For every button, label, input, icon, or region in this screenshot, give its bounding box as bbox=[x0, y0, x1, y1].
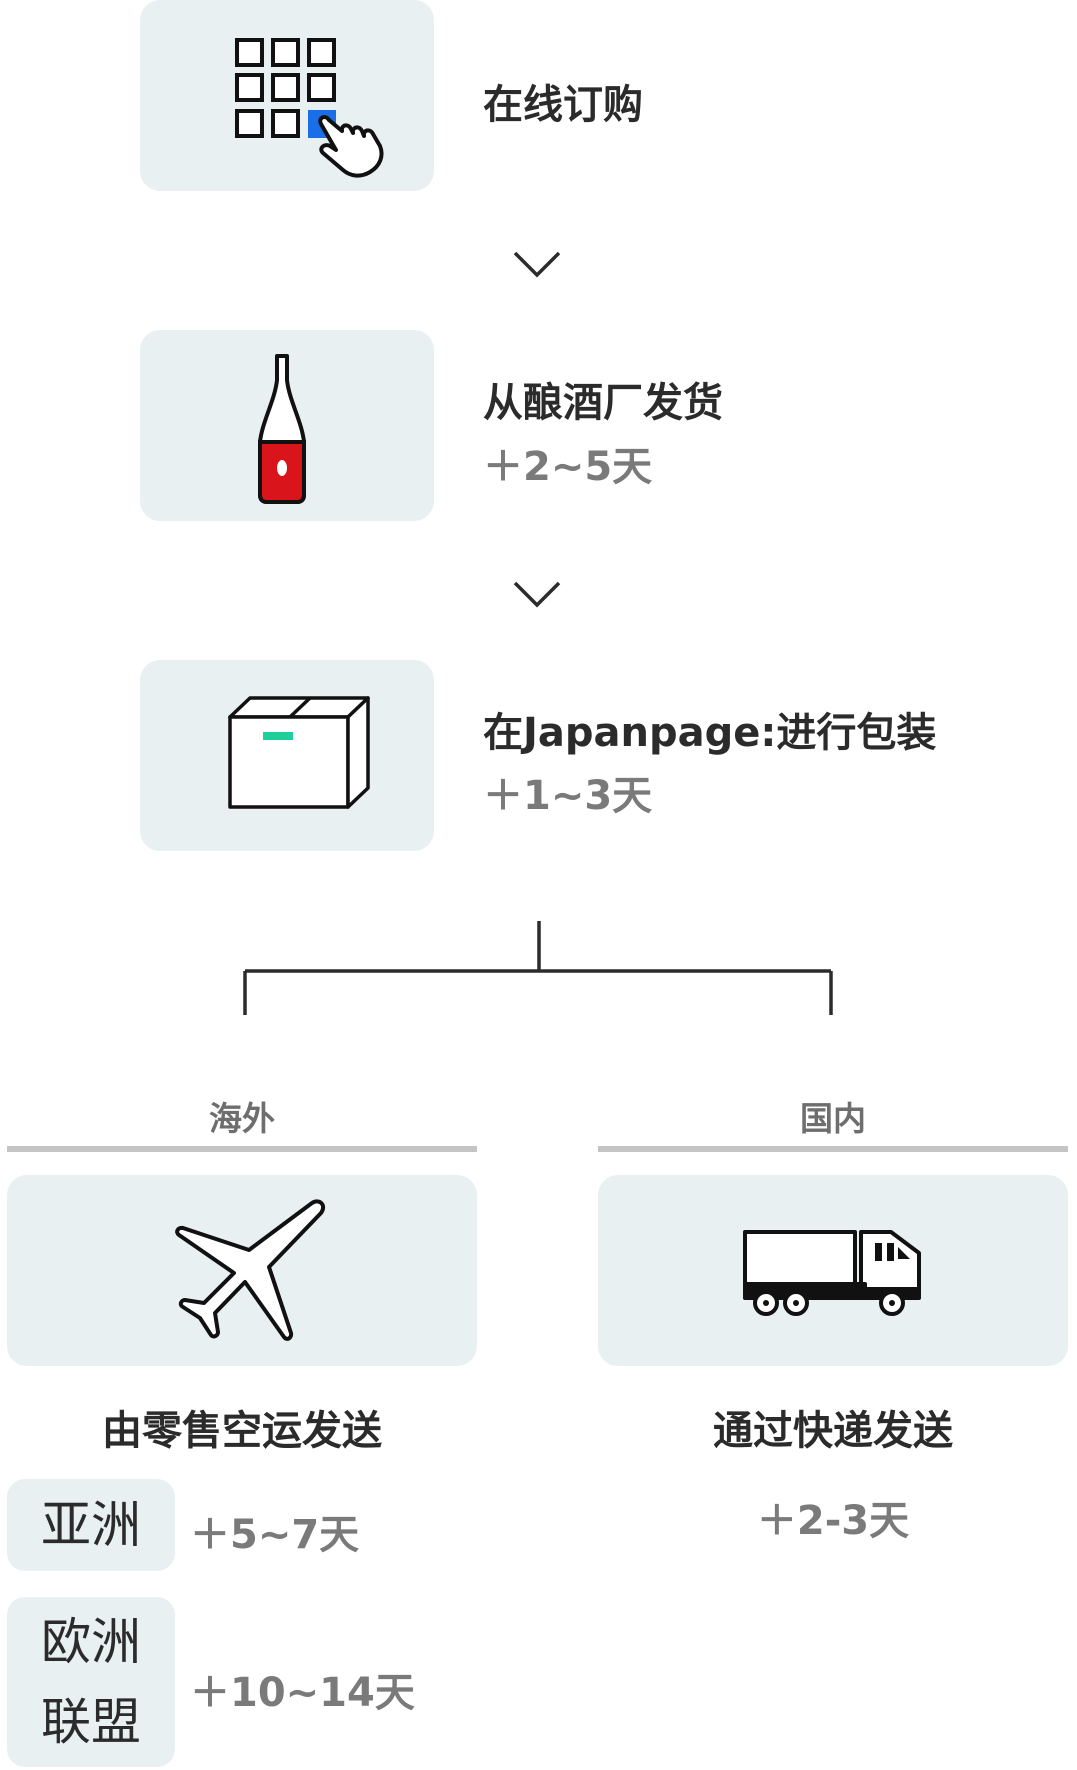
step-brewery-days: ＋2~5天 bbox=[483, 444, 653, 490]
overseas-label: 海外 bbox=[209, 1099, 275, 1138]
domestic-days: ＋2-3天 bbox=[756, 1498, 910, 1544]
region-eu-name-line1: 欧洲 bbox=[41, 1613, 141, 1671]
truck-icon bbox=[743, 1230, 921, 1316]
step-packaging-title: 在Japanpage:进行包装 bbox=[483, 710, 937, 756]
step-packaging-tile bbox=[140, 660, 434, 851]
package-box-icon bbox=[228, 696, 370, 809]
step-brewery-tile bbox=[140, 330, 434, 521]
sake-bottle-icon bbox=[258, 354, 306, 504]
step-order-title: 在线订购 bbox=[483, 82, 643, 128]
chevron-down-icon bbox=[513, 581, 561, 608]
domestic-method: 通过快递发送 bbox=[713, 1408, 953, 1454]
region-asia-days: ＋5~7天 bbox=[190, 1512, 360, 1558]
region-eu-badge: 欧洲 联盟 bbox=[7, 1597, 175, 1767]
region-asia-badge: 亚洲 bbox=[7, 1479, 175, 1571]
overseas-tile bbox=[7, 1175, 477, 1366]
airplane-icon bbox=[175, 1199, 326, 1341]
region-eu-days: ＋10~14天 bbox=[190, 1670, 415, 1716]
overseas-divider bbox=[7, 1146, 477, 1152]
step-order-tile bbox=[140, 0, 434, 191]
step-brewery-title: 从酿酒厂发货 bbox=[483, 380, 723, 426]
overseas-method: 由零售空运发送 bbox=[102, 1408, 382, 1454]
region-eu-name-line2: 联盟 bbox=[41, 1693, 141, 1751]
domestic-tile bbox=[598, 1175, 1068, 1366]
chevron-down-icon bbox=[513, 251, 561, 278]
step-packaging-days: ＋1~3天 bbox=[483, 773, 653, 819]
domestic-divider bbox=[598, 1146, 1068, 1152]
click-order-icon bbox=[235, 38, 384, 178]
branch-connector bbox=[243, 921, 833, 1015]
domestic-label: 国内 bbox=[800, 1099, 866, 1138]
region-asia-name: 亚洲 bbox=[41, 1496, 141, 1554]
